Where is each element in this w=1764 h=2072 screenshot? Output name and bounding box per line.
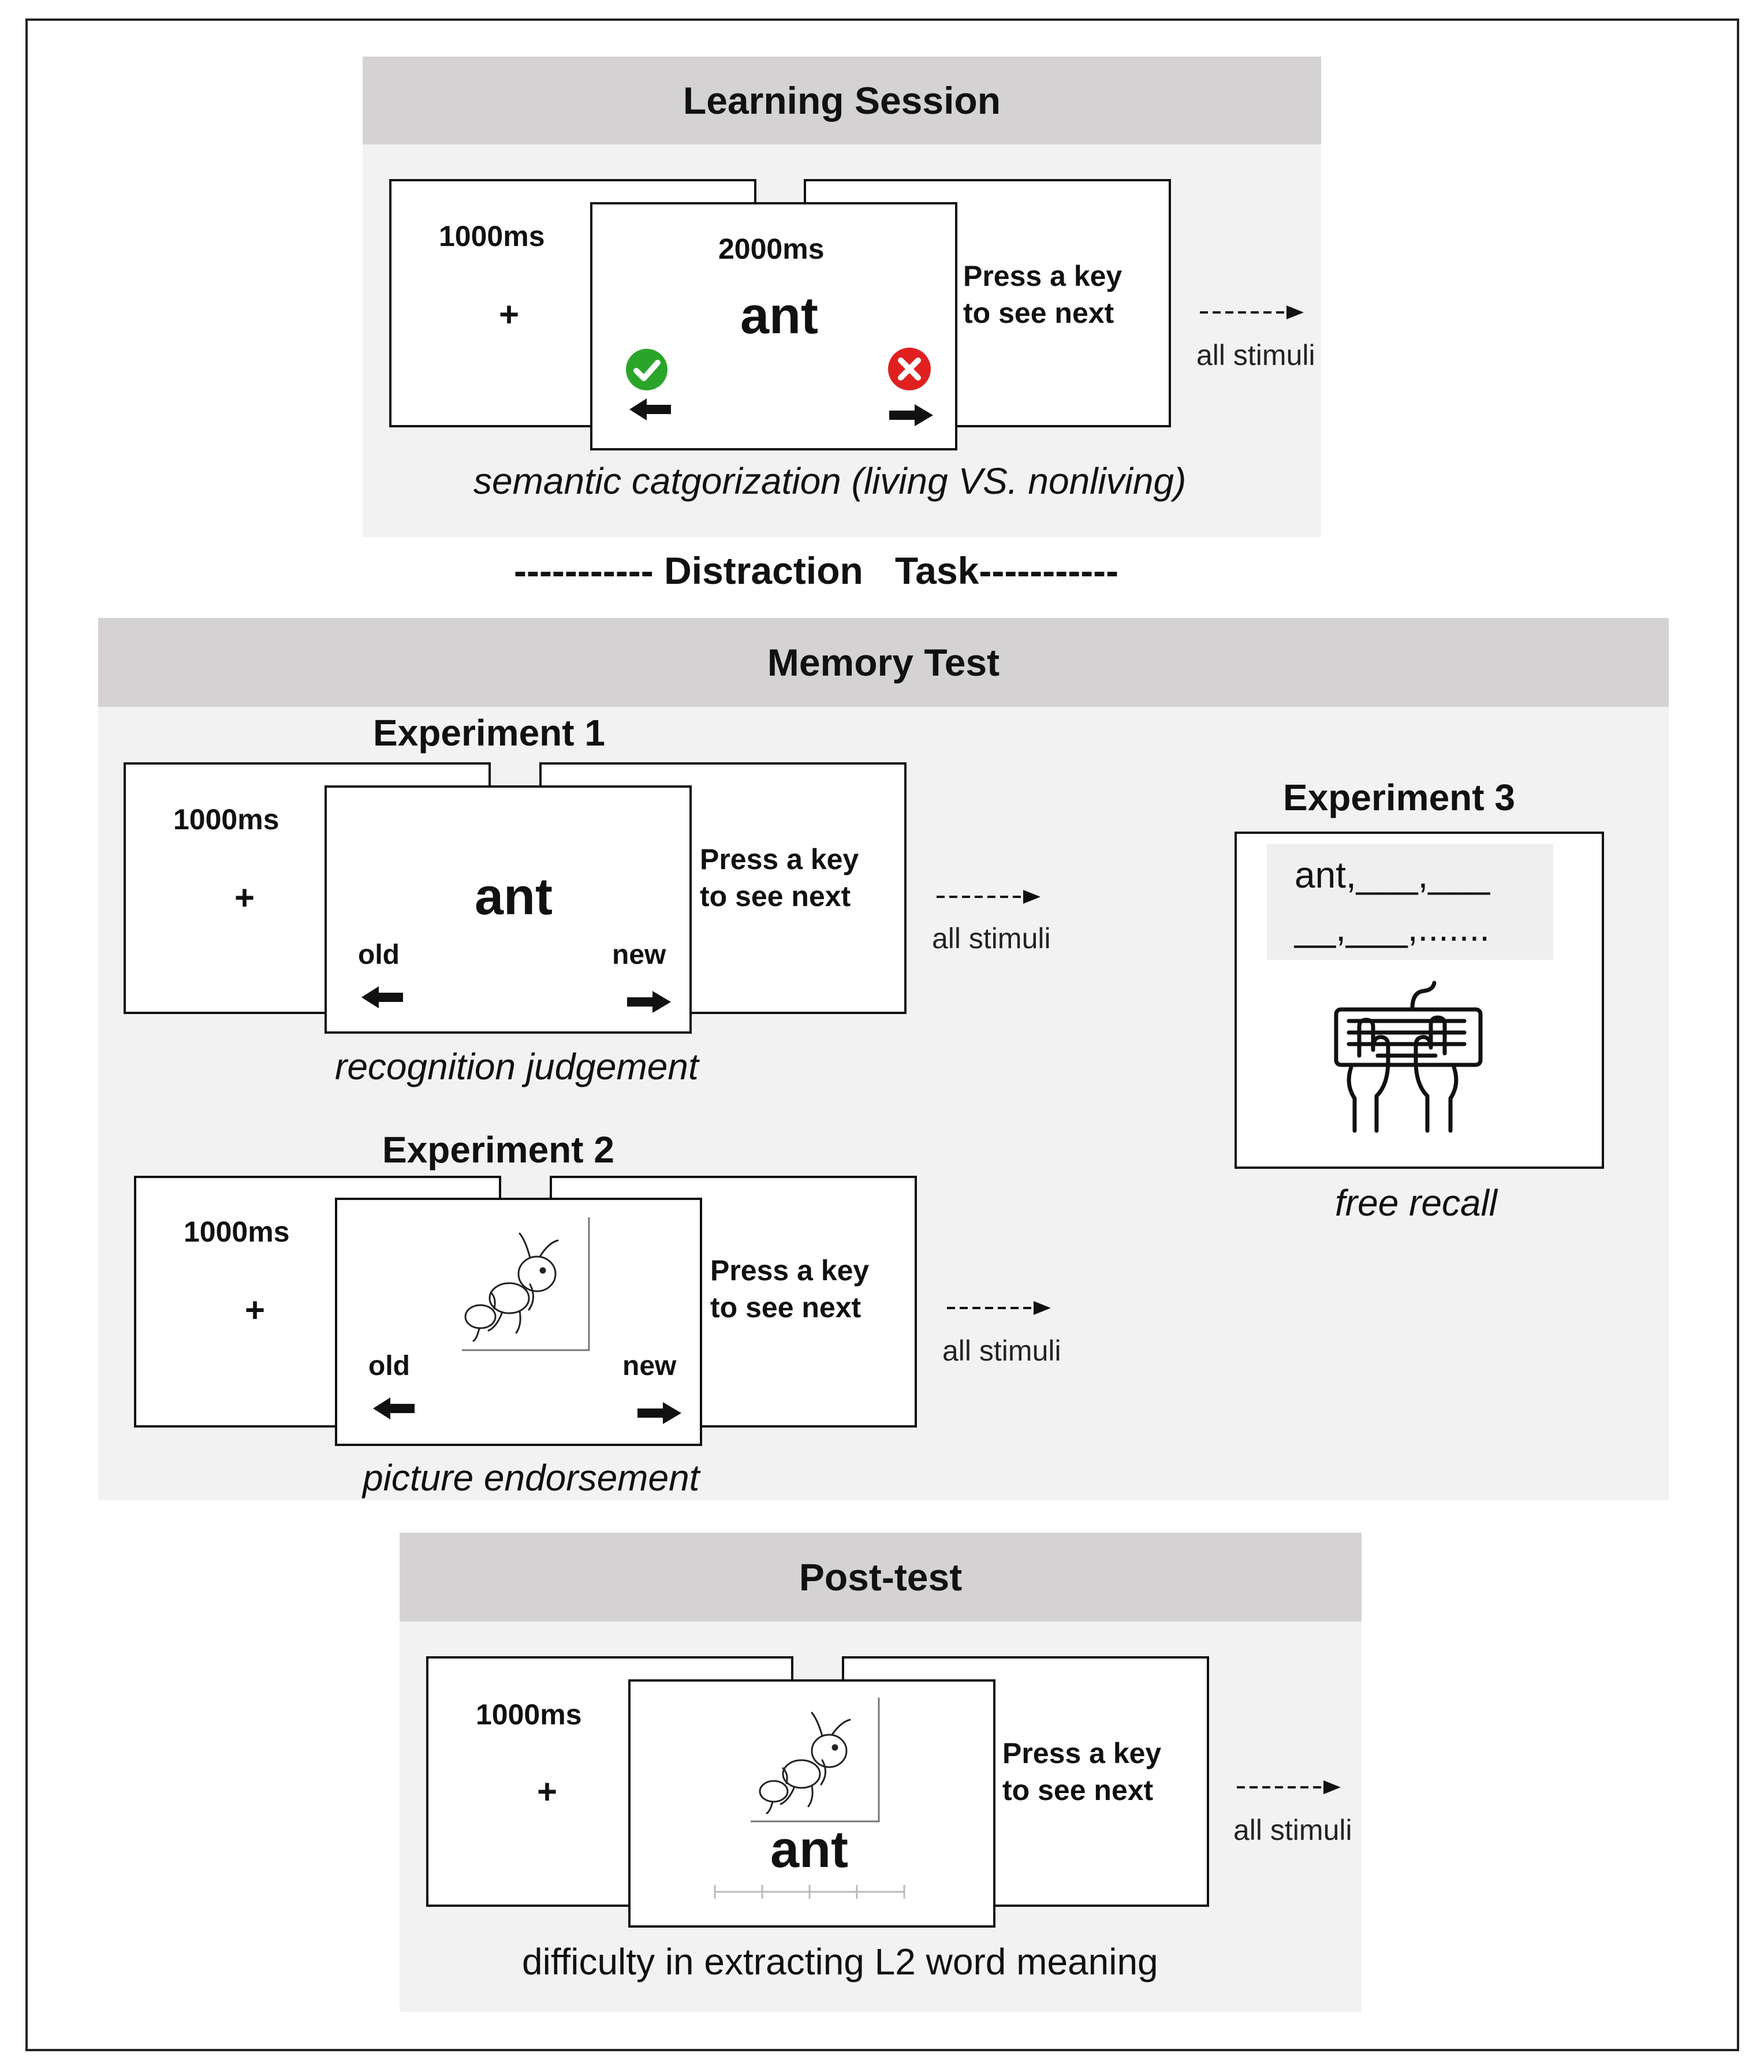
post-dashed-arrow-icon (1237, 1780, 1341, 1794)
exp1-dashed-arrow-icon (937, 890, 1041, 904)
exp1-new-label: new (612, 940, 666, 970)
learning-session-title: Learning Session (683, 79, 1001, 122)
exp1-stimulus-word: ant (475, 868, 553, 926)
ant-picture-icon (462, 1217, 590, 1351)
post-ant-picture-icon (751, 1698, 880, 1823)
stimulus-time: 2000ms (718, 233, 825, 265)
recall-line-2: __,___,....... (1295, 907, 1490, 949)
dashed-arrow-icon (1200, 305, 1304, 319)
exp1-press-line-2: to see next (700, 880, 851, 912)
post-stimulus-screen (628, 1679, 995, 1928)
post-press-key-prompt: Press a key to see next (1002, 1735, 1161, 1809)
fixation-time: 1000ms (439, 220, 545, 252)
exp1-press-key-prompt: Press a key to see next (700, 841, 859, 915)
distraction-task-label: ----------- Distraction Task----------- (514, 549, 1119, 592)
figure-border (25, 18, 1739, 2051)
exp1-fixation-time: 1000ms (173, 803, 279, 836)
exp1-old-label: old (358, 940, 400, 970)
check-circle-icon (626, 349, 667, 390)
exp3-caption: free recall (1335, 1182, 1497, 1224)
experiment-3-title: Experiment 3 (1283, 777, 1515, 818)
exp2-fixation-time: 1000ms (184, 1216, 290, 1248)
experiment-2-title: Experiment 2 (382, 1129, 614, 1171)
exp1-caption: recognition judgement (335, 1046, 699, 1087)
exp2-fixation-cross: + (245, 1291, 266, 1329)
exp1-left-arrow-icon (361, 986, 403, 1008)
x-circle-icon (888, 348, 931, 390)
exp1-press-line-1: Press a key (700, 843, 859, 875)
memory-test-header: Memory Test (98, 618, 1669, 707)
keyboard-typing-icon (1334, 981, 1483, 1133)
experiment-1-title: Experiment 1 (373, 712, 605, 754)
post-test-caption: difficulty in extracting L2 word meaning (522, 1941, 1158, 1982)
post-press-line-2: to see next (1002, 1774, 1154, 1806)
exp1-stimulus-screen (325, 785, 692, 1034)
recall-text-box (1267, 844, 1553, 960)
post-press-line-1: Press a key (1002, 1737, 1162, 1769)
left-arrow-icon (629, 398, 671, 420)
learning-session-header: Learning Session (363, 57, 1321, 144)
exp1-fixation-cross: + (234, 878, 255, 917)
memory-test-title: Memory Test (767, 641, 1000, 684)
exp2-caption: picture endorsement (363, 1457, 700, 1499)
exp2-dashed-arrow-icon (947, 1301, 1051, 1315)
exp2-press-key-prompt: Press a key to see next (710, 1252, 869, 1326)
post-all-stimuli-label: all stimuli (1233, 1814, 1352, 1846)
press-line-2: to see next (963, 297, 1114, 329)
exp2-left-arrow-icon (373, 1398, 415, 1419)
learning-caption: semantic catgorization (living VS. nonli… (473, 460, 1187, 502)
post-fixation-time: 1000ms (476, 1698, 582, 1731)
post-stimulus-word: ant (770, 1821, 848, 1879)
exp2-old-label: old (368, 1351, 410, 1381)
rating-scale-icon (714, 1885, 905, 1899)
all-stimuli-label: all stimuli (1196, 339, 1315, 371)
exp2-press-line-1: Press a key (710, 1254, 870, 1287)
post-test-title: Post-test (799, 1556, 963, 1598)
exp2-right-arrow-icon (637, 1402, 681, 1424)
exp1-right-arrow-icon (627, 991, 671, 1013)
post-fixation-cross: + (537, 1772, 558, 1811)
exp2-press-line-2: to see next (710, 1291, 862, 1324)
recall-line-1: ant,___,___ (1295, 854, 1490, 896)
exp2-new-label: new (622, 1351, 677, 1381)
exp2-all-stimuli-label: all stimuli (942, 1335, 1061, 1367)
post-test-header: Post-test (400, 1533, 1362, 1622)
press-line-1: Press a key (963, 260, 1122, 292)
press-key-prompt: Press a key to see next (963, 258, 1122, 331)
stimulus-word: ant (740, 287, 818, 345)
fixation-cross: + (499, 295, 520, 334)
right-arrow-icon (889, 404, 933, 426)
exp1-all-stimuli-label: all stimuli (932, 922, 1051, 955)
